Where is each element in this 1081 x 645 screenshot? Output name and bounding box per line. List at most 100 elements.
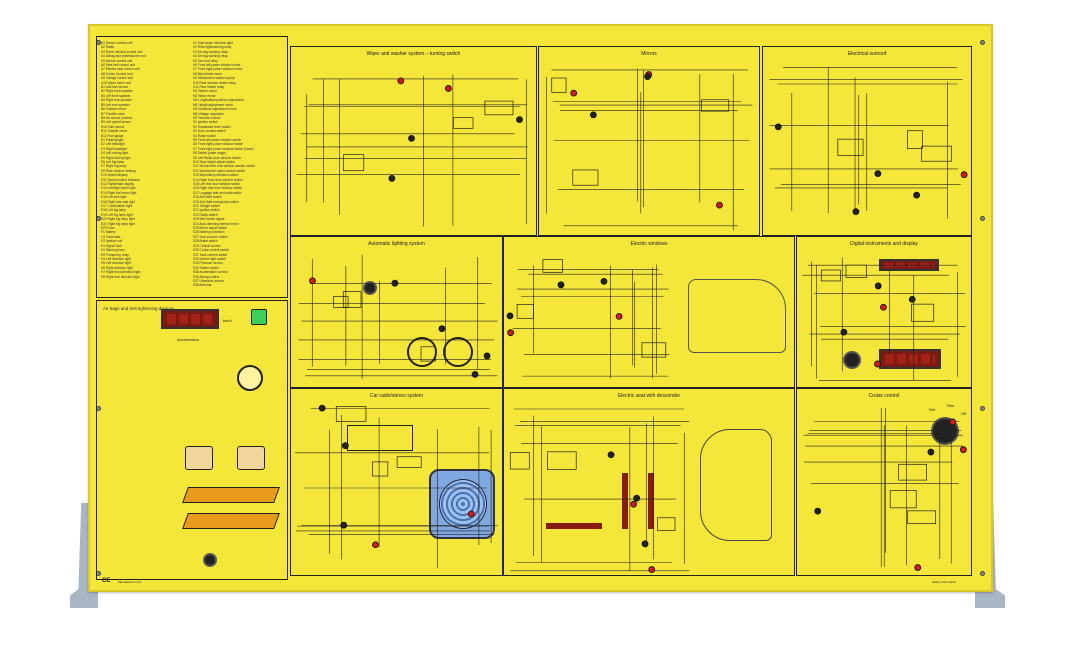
legend-entry: G2 Ignition coil bbox=[101, 239, 123, 244]
legend-entry: K8 Mirror/seat motor bbox=[193, 71, 223, 76]
test-socket[interactable] bbox=[641, 540, 649, 548]
component-box bbox=[889, 490, 917, 509]
test-socket[interactable] bbox=[557, 281, 565, 289]
test-socket[interactable] bbox=[927, 448, 935, 456]
sunroof-panel: Electrical sunroof bbox=[762, 46, 972, 236]
test-socket[interactable] bbox=[914, 564, 922, 571]
test-socket[interactable] bbox=[318, 404, 326, 412]
component-box bbox=[845, 264, 867, 278]
legend-entry: F1 Battery bbox=[101, 230, 116, 235]
legend-entry: M2 Wiper motor bbox=[193, 93, 216, 98]
component-box bbox=[641, 342, 667, 358]
seat-bar-2 bbox=[648, 473, 654, 529]
test-socket[interactable] bbox=[644, 73, 651, 80]
legend-entry: S36 Airbag control bbox=[193, 274, 220, 279]
legend-entry: S2 Handbrake lever switch bbox=[193, 124, 231, 129]
legend-entry: M1 Starter motor bbox=[193, 89, 217, 94]
test-socket[interactable] bbox=[397, 77, 405, 85]
amber-lamp-1 bbox=[185, 446, 213, 470]
test-socket[interactable] bbox=[630, 500, 637, 508]
test-socket[interactable] bbox=[716, 201, 723, 209]
test-socket[interactable] bbox=[774, 123, 782, 131]
test-socket[interactable] bbox=[633, 494, 641, 502]
test-socket[interactable] bbox=[471, 370, 479, 378]
legend-entry: A1 Sensor control unit bbox=[101, 41, 133, 45]
legend-entry: S15 Left rear door window switch bbox=[193, 182, 240, 186]
test-socket[interactable] bbox=[840, 328, 848, 336]
test-socket[interactable] bbox=[388, 174, 396, 182]
test-socket[interactable] bbox=[960, 171, 968, 179]
mirrors-panel: Mirrors bbox=[538, 46, 760, 236]
test-socket[interactable] bbox=[908, 295, 916, 303]
legend-entry: B10 Rain sensor bbox=[101, 124, 125, 129]
test-socket[interactable] bbox=[852, 208, 860, 216]
legend-entry: S31 Tank content switch bbox=[193, 252, 228, 257]
test-socket[interactable] bbox=[341, 442, 349, 450]
test-socket[interactable] bbox=[949, 418, 957, 426]
legend-entry: S5 Front left power window switch bbox=[193, 137, 242, 142]
test-socket[interactable] bbox=[516, 116, 523, 124]
legend-entry: E6 Left fog lamp bbox=[101, 159, 125, 164]
test-socket[interactable] bbox=[391, 279, 399, 287]
airbag-knob[interactable] bbox=[203, 553, 217, 567]
component-box bbox=[547, 451, 577, 470]
cruise-panel: Cruise control Set Res Off bbox=[796, 388, 972, 576]
legend-entry: S29 Central control bbox=[193, 243, 221, 248]
test-socket[interactable] bbox=[408, 135, 415, 142]
legend-entry: S1 Ignition switch bbox=[193, 120, 218, 125]
legend-entry: E11 Speed control indicator bbox=[101, 177, 140, 182]
test-socket[interactable] bbox=[340, 521, 348, 529]
legend-entry: M6 Voltage regulation bbox=[193, 111, 224, 116]
test-socket[interactable] bbox=[913, 191, 921, 199]
instruments-panel-title: Digital instruments and display bbox=[850, 241, 918, 247]
legend-entry: H5 Left direction light bbox=[101, 261, 131, 266]
legend-entry: S22 Radio switch bbox=[193, 212, 218, 217]
test-socket[interactable] bbox=[874, 360, 881, 368]
legend-entry: B2 Right front speaker bbox=[101, 89, 133, 94]
legend-entry: B1 Anti-lock sensor bbox=[101, 85, 129, 90]
test-socket[interactable] bbox=[507, 329, 515, 337]
legend-entry: E18 Left fog lamp bbox=[101, 208, 126, 213]
test-socket[interactable] bbox=[880, 303, 887, 311]
test-socket[interactable] bbox=[874, 170, 882, 178]
test-socket[interactable] bbox=[506, 312, 514, 320]
test-socket[interactable] bbox=[570, 89, 578, 97]
test-socket[interactable] bbox=[589, 111, 597, 119]
legend-entry: E17 Combination light bbox=[101, 204, 133, 209]
legend-entry: S14 Right front door window switch bbox=[193, 177, 243, 182]
test-socket[interactable] bbox=[874, 282, 882, 290]
legend-entry: B8 Ice sensor position bbox=[101, 115, 133, 120]
test-socket[interactable] bbox=[372, 541, 379, 549]
test-socket[interactable] bbox=[309, 277, 316, 285]
wiper-panel-title: Wiper and washer system – turning switch bbox=[366, 51, 461, 57]
legend-entry: A2 Radio bbox=[101, 45, 115, 50]
airbag-acceleration-label: Acceleration bbox=[177, 337, 200, 342]
instrument-knob[interactable] bbox=[843, 351, 861, 369]
legend-entry: H6 Right direction light bbox=[101, 265, 134, 270]
legend-entry: A7 Electric seat control unit bbox=[101, 67, 140, 72]
test-socket[interactable] bbox=[467, 510, 475, 518]
component-box bbox=[342, 291, 362, 308]
footer-small-print: Manufacturer Ltd. bbox=[118, 580, 142, 584]
radio-unit bbox=[347, 425, 413, 451]
legend-entry: B4 Right rear speaker bbox=[101, 98, 133, 103]
test-socket[interactable] bbox=[445, 85, 452, 92]
test-socket[interactable] bbox=[814, 507, 822, 515]
test-socket[interactable] bbox=[607, 451, 615, 459]
lighting-knob[interactable] bbox=[363, 281, 377, 295]
airbag-display-unit: km/h bbox=[223, 318, 232, 323]
test-socket[interactable] bbox=[615, 312, 623, 320]
windows-panel-title: Electric windows bbox=[630, 241, 668, 247]
component-box bbox=[335, 406, 367, 422]
legend-entry: S13 Wiper/lamp direction switch bbox=[193, 173, 239, 178]
ce-mark: CE bbox=[102, 578, 111, 584]
test-socket[interactable] bbox=[648, 566, 656, 573]
legend-entry: E14 Right low beam light bbox=[101, 190, 137, 195]
test-socket[interactable] bbox=[483, 352, 491, 360]
test-socket[interactable] bbox=[600, 277, 608, 285]
legend-entry: E12 Handbrake display bbox=[101, 182, 134, 186]
component-box bbox=[837, 138, 864, 156]
legend-entry: M5 Electrical adjustment motor bbox=[193, 107, 237, 112]
test-socket[interactable] bbox=[959, 446, 967, 454]
test-socket[interactable] bbox=[438, 325, 446, 333]
